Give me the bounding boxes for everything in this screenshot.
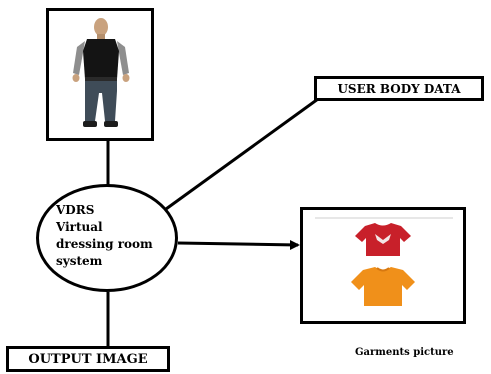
- user-body-data-box: USER BODY DATA: [314, 76, 484, 101]
- vdrs-system-node: [36, 184, 178, 292]
- person-image-box: [46, 8, 154, 141]
- garments-picture-caption: Garments picture: [355, 347, 454, 358]
- connector-system-to-user-data: [165, 97, 319, 211]
- output-image-box: OUTPUT IMAGE: [6, 346, 170, 372]
- orange-tshirt: [351, 267, 415, 306]
- garments-picture: [315, 217, 453, 306]
- red-tshirt: [355, 223, 411, 256]
- vdrs-line-dressing-room: dressing room: [56, 237, 153, 251]
- vdrs-title: VDRS: [56, 203, 95, 217]
- vdrs-system-label: VDRS Virtual dressing room system: [56, 202, 153, 270]
- vdrs-line-virtual: Virtual: [56, 220, 103, 234]
- user-body-data-label: USER BODY DATA: [337, 81, 461, 96]
- person-figure: [72, 18, 130, 127]
- garments-image-box: [300, 207, 466, 324]
- connector-system-to-garments: [177, 241, 299, 247]
- output-image-label: OUTPUT IMAGE: [28, 351, 148, 367]
- arrowhead-garments: [290, 240, 300, 250]
- vdrs-line-system: system: [56, 254, 103, 268]
